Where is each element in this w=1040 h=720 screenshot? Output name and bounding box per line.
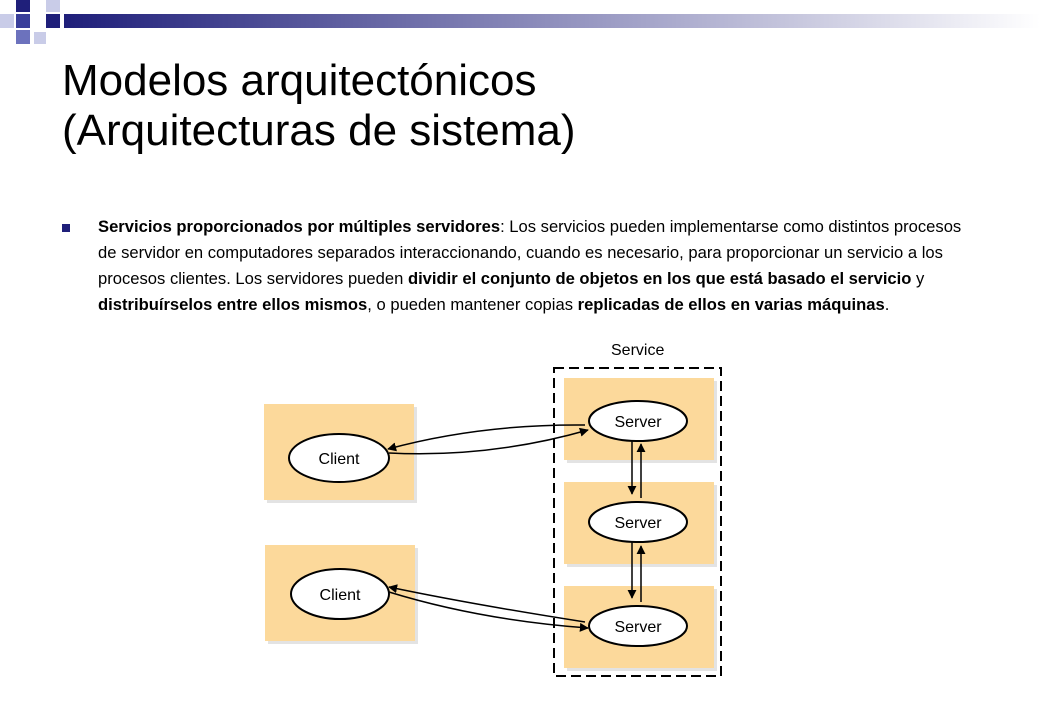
slide-title: Modelos arquitectónicos (Arquitecturas d… [62,56,1022,156]
bullet-item: Servicios proporcionados por múltiples s… [62,214,982,318]
bullet-text: Servicios proporcionados por múltiples s… [98,217,961,314]
header-square-top-left [16,0,30,12]
header-square-mid [16,14,30,28]
header-square-low-right [34,32,46,44]
server-node-2 [588,501,688,543]
arrow-server3-to-client2 [388,584,586,623]
bullet-segment-3: dividir el conjunto de objetos en los qu… [407,269,912,288]
slide-title-line-1: Modelos arquitectónicos [62,56,537,105]
service-boundary [553,367,722,677]
header-decoration [0,0,1040,44]
bullet-segment-7: replicadas de ellos en varias máquinas [577,295,885,314]
header-square-mid-right [46,14,60,28]
bullet-segment-5: distribuírselos entre ellos mismos [98,295,368,314]
square-bullet-icon [62,224,70,232]
bullet-segment-2: : Los servicios pueden implementarse com… [98,217,962,288]
server-label-2: Server [614,515,662,532]
service-label: Service [611,342,664,359]
client-node-2 [290,568,390,620]
bullet-segment-6: , o pueden mantener copias [367,295,578,314]
bullet-segment-1: Servicios proporcionados por múltiples s… [98,217,501,236]
client-label-2: Client [320,587,361,604]
client-node-1 [288,433,390,483]
header-gradient-bar [64,14,1040,28]
header-square-mid-left [0,14,14,28]
server-label-3: Server [614,619,662,636]
slide-title-line-2: (Arquitecturas de sistema) [62,106,576,155]
arrow-client1-to-server1 [388,427,589,455]
header-square-top-mid [46,0,60,12]
header-square-low-left [16,30,30,44]
server-node-3 [588,605,688,647]
bullet-list: Servicios proporcionados por múltiples s… [62,214,982,318]
server-label-1: Server [614,414,662,431]
bullet-segment-8: . [884,295,890,314]
arrow-server1-to-client1 [387,424,586,452]
server-node-1 [588,400,688,442]
client-label-1: Client [319,451,360,468]
bullet-segment-4: y [911,269,925,288]
arrow-client2-to-server3 [388,591,589,632]
